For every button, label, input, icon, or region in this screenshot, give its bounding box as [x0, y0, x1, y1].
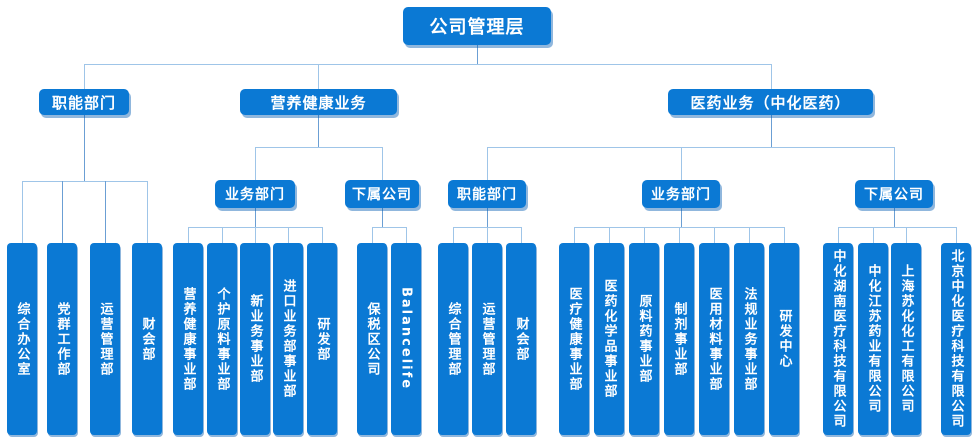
connector: [255, 227, 256, 243]
connector: [477, 45, 478, 64]
connector: [838, 227, 956, 228]
connector: [318, 64, 319, 89]
connector: [372, 227, 406, 228]
org-column: 进口业务部事业部: [273, 243, 303, 435]
connector: [22, 181, 23, 243]
org-column: 医用材料事业部: [699, 243, 729, 435]
connector: [255, 147, 382, 148]
org-column: 财会部: [506, 243, 536, 435]
connector: [679, 227, 680, 243]
org-column: 党群工作部: [47, 243, 77, 435]
connector: [838, 227, 839, 243]
org-node-pharma-business: 医药业务（中化医药）: [668, 89, 873, 115]
connector: [318, 115, 319, 147]
org-node-functional-departments: 职能部门: [39, 89, 129, 115]
connector: [771, 115, 772, 147]
org-column: 新业务事业部: [240, 243, 270, 435]
connector: [453, 227, 454, 243]
org-column: 个护原料事业部: [207, 243, 237, 435]
org-column: 医药化学品事业部: [594, 243, 624, 435]
org-column: 综合管理部: [438, 243, 468, 435]
org-node-pharma-business-departments: 业务部门: [642, 180, 720, 208]
connector: [222, 227, 223, 243]
connector: [288, 227, 289, 243]
connector: [22, 181, 147, 182]
org-column: 中化江苏药业有限公司: [858, 243, 888, 435]
connector: [644, 227, 645, 243]
connector: [255, 147, 256, 180]
connector: [894, 208, 895, 227]
connector: [784, 227, 785, 243]
connector: [894, 147, 895, 180]
connector: [487, 147, 488, 180]
connector: [956, 227, 957, 243]
connector: [188, 227, 189, 243]
connector: [105, 181, 106, 243]
connector: [906, 227, 907, 243]
org-node-pharma-subsidiaries: 下属公司: [855, 180, 933, 208]
org-column: 医疗健康事业部: [559, 243, 589, 435]
connector: [84, 64, 771, 65]
org-column: 法规业务事业部: [734, 243, 764, 435]
connector: [84, 64, 85, 89]
connector: [487, 147, 894, 148]
org-column: 运营管理部: [472, 243, 502, 435]
connector: [609, 227, 610, 243]
org-column: 原料药事业部: [629, 243, 659, 435]
connector: [487, 208, 488, 227]
connector: [84, 115, 85, 181]
connector: [255, 208, 256, 227]
connector: [574, 227, 575, 243]
connector: [322, 227, 323, 243]
org-column: 北京中化医疗科技有限公司: [941, 243, 971, 435]
org-column: 财会部: [132, 243, 162, 435]
org-column: 上海苏化化工有限公司: [891, 243, 921, 435]
org-node-nutrition-business-departments: 业务部门: [215, 180, 295, 208]
org-column: 营养健康事业部: [173, 243, 203, 435]
connector: [681, 147, 682, 180]
org-column: 综合办公室: [7, 243, 37, 435]
connector: [873, 227, 874, 243]
connector: [681, 208, 682, 227]
connector: [372, 227, 373, 243]
connector: [406, 227, 407, 243]
connector: [771, 64, 772, 89]
connector: [62, 181, 63, 243]
org-node-nutrition-subsidiaries: 下属公司: [345, 180, 419, 208]
connector: [749, 227, 750, 243]
connector: [521, 227, 522, 243]
org-column: 研发中心: [769, 243, 799, 435]
org-column: 研发部: [307, 243, 337, 435]
connector: [714, 227, 715, 243]
connector: [382, 208, 383, 227]
org-node-company-management: 公司管理层: [403, 7, 551, 45]
org-column: 保税区公司: [357, 243, 387, 435]
org-node-nutrition-health-business: 营养健康业务: [240, 89, 397, 115]
org-column: 运营管理部: [90, 243, 120, 435]
connector: [147, 181, 148, 243]
org-column: 制剂事业部: [664, 243, 694, 435]
connector: [487, 227, 488, 243]
connector: [382, 147, 383, 180]
org-node-pharma-functional-departments: 职能部门: [448, 180, 526, 208]
org-column: 中化湖南医疗科技有限公司: [823, 243, 853, 435]
org-column: Balancelife: [391, 243, 421, 435]
